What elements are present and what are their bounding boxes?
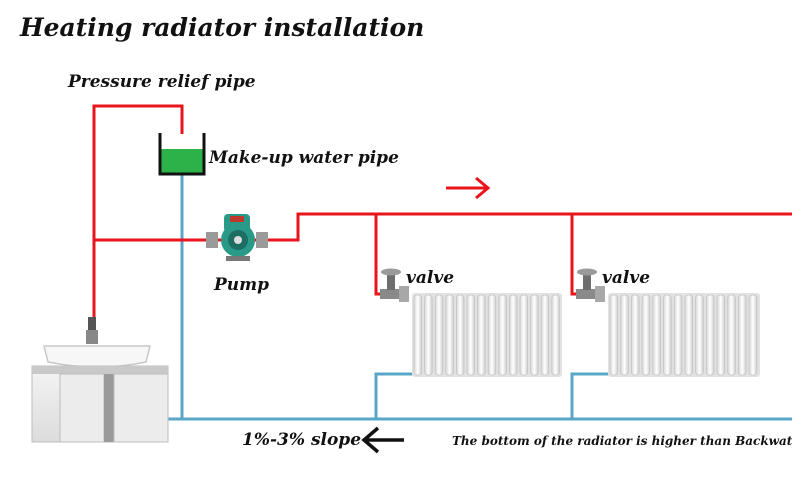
radiator-1 (412, 293, 562, 377)
radiator-fin (551, 294, 560, 376)
radiator-fin (716, 294, 726, 376)
radiator-fin (609, 294, 619, 376)
radiator-1-fins (413, 294, 560, 376)
radiator-2 (608, 293, 760, 377)
radiator-fin (705, 294, 715, 376)
cabinet-left-door (59, 373, 105, 443)
pump-icon (206, 214, 268, 261)
cabinet-right-door (113, 373, 169, 443)
radiator-fin (487, 294, 497, 376)
radiator-fin (673, 294, 683, 376)
radiator-1-return-pipe (374, 372, 414, 419)
left-arrow-icon (361, 426, 404, 454)
radiator-fin (455, 294, 465, 376)
radiator-fin (530, 294, 539, 376)
pressure-relief-pipe-label: Pressure relief pipe (67, 72, 256, 92)
radiator-2-return-pipe (570, 372, 610, 419)
radiator-fin (519, 294, 528, 376)
supply-main-pipe (94, 212, 792, 242)
valve-1-icon (380, 268, 409, 302)
diagram-title: Heating radiator installation (19, 13, 424, 42)
makeup-water-tank (158, 133, 206, 176)
valve-2-label: valve (602, 268, 650, 288)
radiator-fin (620, 294, 629, 376)
radiator-fin (540, 294, 550, 376)
radiator-height-note: The bottom of the radiator is higher tha… (452, 434, 792, 448)
radiator-fin (738, 294, 747, 376)
slope-label: 1%-3% slope (242, 430, 361, 450)
radiator-fin (413, 294, 422, 376)
pump-label: Pump (213, 275, 269, 295)
radiator-fin (477, 294, 486, 376)
radiator-fin (631, 294, 640, 376)
makeup-tank-outline (158, 133, 206, 176)
radiator-fin (434, 294, 444, 376)
valve-1-label: valve (406, 268, 454, 288)
cabinet-divider (104, 374, 114, 442)
radiator-fin (508, 294, 518, 376)
radiator-fin (652, 294, 661, 376)
boiler-cabinet (31, 317, 169, 443)
sink-basin (43, 345, 151, 368)
radiator-fin (641, 294, 651, 376)
radiator-fin (424, 294, 433, 376)
boiler-outlet-fitting (88, 317, 96, 331)
radiator-fin (466, 294, 475, 376)
valve-2-icon (576, 268, 605, 302)
radiator-fin (684, 294, 694, 376)
radiator-fin (748, 294, 758, 376)
radiator-fin (695, 294, 704, 376)
radiator-fin (445, 294, 454, 376)
makeup-water-pipe-label: Make-up water pipe (208, 148, 399, 168)
pressure-relief-pipe (92, 104, 184, 320)
right-arrow-icon (446, 176, 491, 200)
makeup-water-fill (161, 149, 203, 173)
radiator-fin (727, 294, 736, 376)
radiator-fin (498, 294, 507, 376)
return-pipes (168, 172, 792, 421)
radiator-fin (663, 294, 672, 376)
radiator-2-fins (609, 294, 758, 376)
